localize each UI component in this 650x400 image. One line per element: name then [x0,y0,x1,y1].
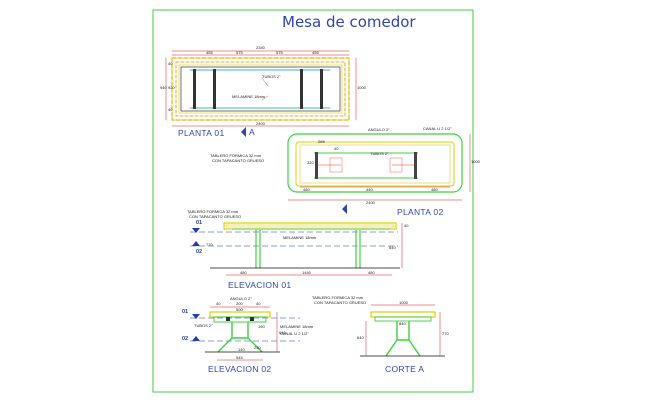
dim-e2-right-1: 190 [258,324,265,329]
dim-p1-total-bottom: 2400 [256,121,265,126]
section-marker-2 [342,204,347,214]
dim-e2-side: 640 [279,330,286,335]
dim-e1-level: 770 [206,242,213,247]
note-tablero-c-1: TABLERO FORMICA 32 mm [312,295,364,300]
view-label-elevacion-01: ELEVACION 01 [228,280,292,290]
dim-p2-c: 320 [307,160,314,165]
level-02-e2: 02 [182,336,189,342]
note-melamine-e2: MELAMINE 18mm [280,324,314,329]
note-tablero-p2-2: CON TAPACANTO GRUESO [212,158,265,163]
view-label-elevacion-02: ELEVACION 02 [208,364,272,374]
dim-c-left: 640 [357,335,364,340]
dim-e2-b1: 140 [238,347,245,352]
note-tablero-e1-1: TABLERO FORMICA 32 mm [187,209,239,214]
dim-p1-left-b: 920 [168,85,175,90]
note-tubos-p1: TUBOS 2" [262,74,281,79]
level-02-e1: 02 [196,249,203,255]
dim-e2-mid: 500 [236,307,243,312]
dim-c-right: 770 [442,331,449,336]
elevacion-01-view [190,222,403,276]
dim-e2-right-2: 230 [254,345,261,350]
view-label-planta-02: PLANTA 02 [397,207,444,217]
view-label-planta-01: PLANTA 01 [178,128,225,138]
dim-p1-part-1: 455 [206,50,213,55]
dim-e1-right: 640 [389,245,396,250]
note-melamine-p1: MELAMINE 18mm [232,94,266,99]
dim-e1-top: 40 [404,223,409,228]
level-01-e1: 01 [196,220,203,226]
planta-01-view [165,50,357,127]
dim-p2-f: 480 [431,187,438,192]
dim-p2-d: 480 [303,187,310,192]
dim-c-top: 1000 [399,300,408,305]
drawing-title: Mesa de comedor [282,13,416,31]
section-mark-a: A [249,127,255,137]
dim-e1-bottom-1: 480 [240,270,247,275]
sheet-border [152,9,474,393]
elevacion-02-view [190,306,300,361]
dim-p1-left-a: 40 [168,61,173,66]
dim-p1-left-c: 40 [168,107,173,112]
note-tablero-c-2: CON TAPACANTO GRUESO [314,300,367,305]
planta-02-view [287,133,471,201]
dim-c-inner: 840 [399,321,406,326]
section-marker-1 [241,127,246,137]
note-canal-e2: CANAL U 2 1/2" [280,331,309,336]
dim-p2-total: 2400 [366,200,375,205]
dim-p1-part-3: 575 [276,50,283,55]
note-angulo-e2: ANGULO 2" [230,296,252,301]
note-canal-p2: CANAL U 2 1/2" [423,126,452,131]
dim-e1-bottom-3: 480 [368,270,375,275]
dim-p2-a: 265 [318,139,325,144]
dim-p1-left-total: 940 [160,85,167,90]
note-tubos-p2: TUBOS 2" [370,151,389,156]
note-tablero-p2-1: TABLERO FORMICA 32 mm [210,153,262,158]
note-angulo-p2: ANGULO 2" [368,127,390,132]
dim-e1-bottom-2: 1440 [302,270,311,275]
note-melamine-e1: MELAMINE 18mm [283,235,317,240]
dim-e2-top-1: 40 [216,301,221,306]
dim-p2-b: 40 [334,146,339,151]
dim-p2-e: 440 [366,187,373,192]
view-label-corte-a: CORTE A [385,364,425,374]
dim-e2-b2: 545 [236,355,243,360]
note-tablero-e1-2: CON TAPACANTO GRUESO [189,214,242,219]
dim-e2-top-3: 40 [256,301,261,306]
corte-a-view [360,304,445,357]
dim-p1-right: 1000 [357,85,366,90]
dim-p1-part-4: 455 [312,50,319,55]
level-01-e2: 01 [182,309,189,315]
dim-e2-top-2: 200 [236,301,243,306]
dim-p1-part-2: 575 [236,50,243,55]
dim-p1-total-top: 2340 [256,45,265,50]
dim-p2-right: 1000 [471,159,480,164]
note-tubos-e2: TUBOS 2" [194,323,213,328]
